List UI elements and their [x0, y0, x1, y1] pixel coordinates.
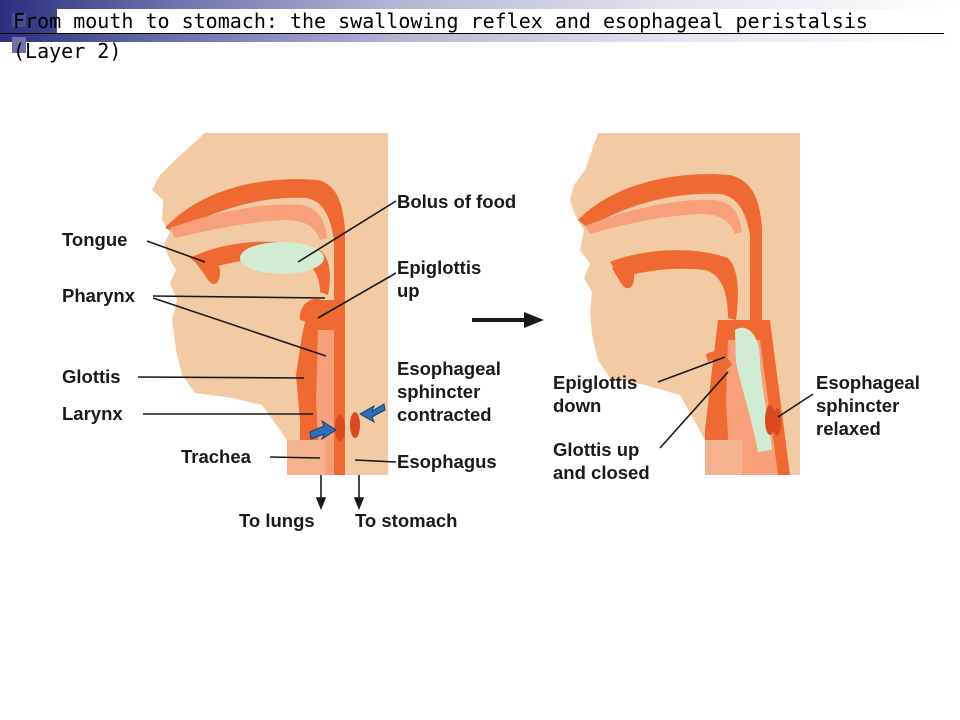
leader-pharynx-a — [152, 295, 326, 299]
right-palate — [585, 199, 742, 234]
label-glottis-up: Glottis up — [553, 439, 639, 460]
right-tongue — [612, 265, 635, 289]
label-to-stomach: To stomach — [355, 510, 457, 531]
leader-bolus — [297, 200, 397, 263]
right-epiglottis — [706, 351, 732, 370]
label-down: down — [553, 395, 601, 416]
label-epiglottis-up: up — [397, 280, 420, 301]
labels: Bolus of food Tongue Epiglottis up Phary… — [62, 191, 920, 531]
leader-pharynx-b — [152, 297, 327, 357]
right-sphincter-b — [773, 408, 781, 436]
right-bolus — [735, 327, 772, 452]
blue-arrow-right — [358, 403, 386, 424]
label-epiglottis-2: Epiglottis — [553, 372, 637, 393]
label-larynx: Larynx — [62, 403, 123, 424]
label-to-lungs: To lungs — [239, 510, 315, 531]
label-epiglottis: Epiglottis — [397, 257, 481, 278]
label-relaxed: relaxed — [816, 418, 881, 439]
left-nasal-tissue — [165, 179, 345, 400]
leader-trachea — [269, 456, 321, 459]
right-oral-tissue — [610, 250, 738, 320]
left-sphincter-b — [350, 412, 360, 438]
bullet-square-lower — [12, 37, 26, 53]
left-leader-lines — [137, 200, 397, 463]
label-and-closed: and closed — [553, 462, 650, 483]
leader-sphincter-relaxed — [777, 393, 814, 418]
arrow-to-stomach-head — [353, 497, 365, 511]
leader-glottis — [137, 376, 305, 379]
left-down-arrows — [315, 475, 365, 511]
label-esophageal: Esophageal — [397, 358, 501, 379]
label-esophagus: Esophagus — [397, 451, 497, 472]
left-head-illustration — [152, 133, 388, 475]
left-sphincter-a — [335, 415, 345, 441]
right-leader-lines — [657, 356, 814, 449]
blue-arrow-left — [309, 419, 337, 441]
leader-esophagus — [354, 459, 397, 463]
leader-tongue — [146, 240, 206, 263]
right-nasal-tissue — [578, 174, 762, 350]
leader-epiglottis-down — [657, 356, 726, 383]
label-contracted: contracted — [397, 404, 492, 425]
transition-arrow — [472, 312, 544, 328]
bullet-square — [12, 13, 26, 27]
label-pharynx: Pharynx — [62, 285, 136, 306]
slide-title: From mouth to stomach: the swallowing re… — [13, 9, 868, 63]
right-sphincter-a — [765, 405, 775, 435]
left-tongue — [195, 259, 221, 285]
label-sphincter: sphincter — [397, 381, 480, 402]
label-bolus-of-food: Bolus of food — [397, 191, 516, 212]
left-palate — [170, 204, 327, 240]
label-glottis: Glottis — [62, 366, 121, 387]
title-white-strip — [57, 9, 958, 33]
left-epiglottis — [299, 298, 322, 322]
right-trachea — [705, 440, 742, 475]
label-sphincter-2: sphincter — [816, 395, 899, 416]
left-bolus — [240, 242, 324, 274]
label-tongue: Tongue — [62, 229, 127, 250]
arrow-to-lungs-head — [315, 497, 327, 511]
label-trachea: Trachea — [181, 446, 252, 467]
leader-glottis-up — [659, 371, 729, 449]
leader-epiglottis-up — [317, 272, 397, 319]
left-pharynx-lumen — [316, 330, 334, 475]
right-head-illustration — [570, 133, 800, 475]
title-rule — [0, 33, 944, 34]
slide-header: From mouth to stomach: the swallowing re… — [0, 0, 960, 64]
label-esophageal-2: Esophageal — [816, 372, 920, 393]
